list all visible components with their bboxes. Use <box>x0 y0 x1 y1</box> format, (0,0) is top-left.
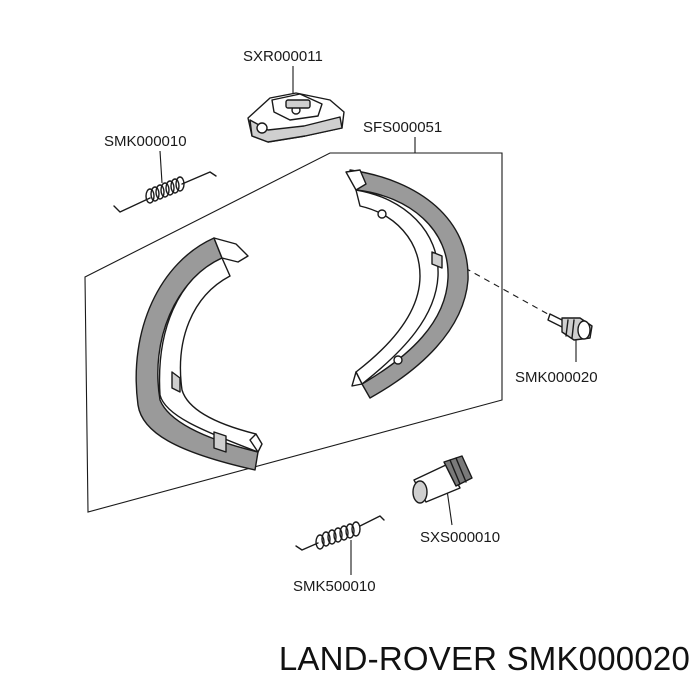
right-brake-shoe <box>345 169 469 399</box>
lower-spring-part <box>295 515 385 551</box>
label-expander: SXS000010 <box>420 529 500 546</box>
leader-lines <box>159 66 577 575</box>
brand-part-caption: LAND-ROVER SMK000020 <box>278 640 690 677</box>
expander-part <box>412 455 473 504</box>
label-spring-upper: SMK000010 <box>104 133 187 150</box>
label-shoe-set: SFS000051 <box>363 119 442 136</box>
adjuster-part <box>247 92 345 143</box>
left-brake-shoe <box>135 237 263 471</box>
label-spring-lower: SMK500010 <box>293 578 376 595</box>
retaining-pin-part <box>547 313 593 341</box>
label-adjuster: SXR000011 <box>243 48 323 65</box>
label-retaining-pin: SMK000020 <box>515 369 598 386</box>
shoe-set-outline <box>84 152 503 513</box>
upper-spring-part <box>113 171 217 213</box>
